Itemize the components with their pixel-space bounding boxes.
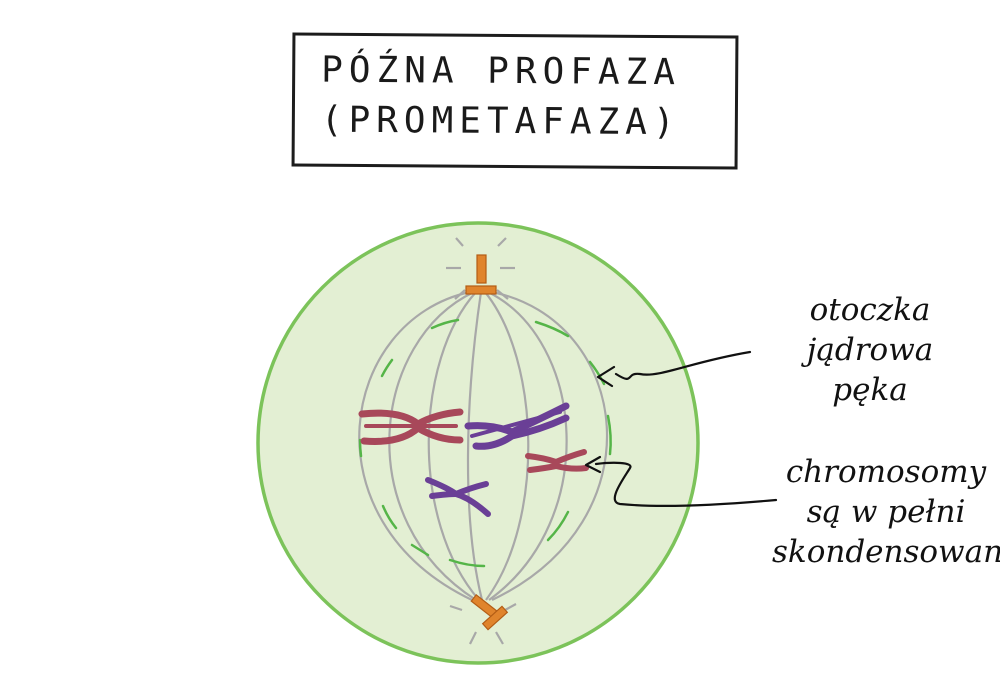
title-box: PÓŹNA PROFAZA (PROMETAFAZA) <box>291 32 739 170</box>
envelope-fragment <box>448 558 486 568</box>
label-line: pęka <box>832 372 908 408</box>
centrosome-top <box>465 254 497 295</box>
chromosome-purple-large <box>464 402 570 450</box>
spindle-fiber <box>427 291 480 601</box>
label-nuclear-envelope: otoczka jądrowa pęka <box>770 290 970 410</box>
spindle-fiber <box>358 290 473 601</box>
envelope-fragment <box>380 358 394 378</box>
spindle-fiber <box>491 290 608 601</box>
label-line: skondensowane <box>772 534 1000 570</box>
arrow-to-envelope <box>596 350 752 388</box>
envelope-fragment <box>410 543 430 557</box>
centriole <box>481 605 509 631</box>
title-line-1: PÓŹNA PROFAZA <box>321 49 682 94</box>
astral-ray <box>455 237 464 247</box>
centriole <box>476 254 487 284</box>
title-line-2: (PROMETAFAZA) <box>320 99 681 144</box>
envelope-fragment <box>546 510 570 542</box>
astral-ray <box>469 631 477 645</box>
astral-ray <box>495 631 504 645</box>
astral-ray <box>454 289 466 300</box>
spindle-fiber <box>466 291 484 601</box>
nuclear-envelope-fragments <box>358 318 612 568</box>
envelope-fragment <box>358 438 363 458</box>
astral-ray <box>504 603 517 611</box>
envelope-fragment <box>534 320 570 338</box>
astral-ray <box>496 289 509 300</box>
spindle-fiber <box>487 291 568 601</box>
envelope-fragment <box>430 318 460 330</box>
envelope-fragment <box>381 504 398 530</box>
label-line: są w pełni <box>806 494 966 530</box>
centriole <box>465 285 497 295</box>
label-line: jądrowa <box>806 332 934 368</box>
spindle-fiber <box>388 291 477 601</box>
spindle-fiber <box>484 291 530 601</box>
label-chromosomes: chromosomy są w pełni skondensowane <box>772 452 1000 572</box>
spindle-fibers <box>358 237 608 645</box>
chromosome-red-small <box>525 449 589 473</box>
label-line: chromosomy <box>785 454 987 490</box>
chromosome-purple-small <box>425 477 491 517</box>
envelope-fragment <box>588 360 606 386</box>
envelope-fragment <box>606 414 612 456</box>
chromosome-red-large <box>358 408 464 445</box>
astral-ray <box>497 237 507 247</box>
arrow-to-chromosome <box>584 455 778 507</box>
centrosome-bottom <box>470 594 509 631</box>
astral-ray <box>449 604 463 612</box>
label-line: otoczka <box>809 292 931 328</box>
